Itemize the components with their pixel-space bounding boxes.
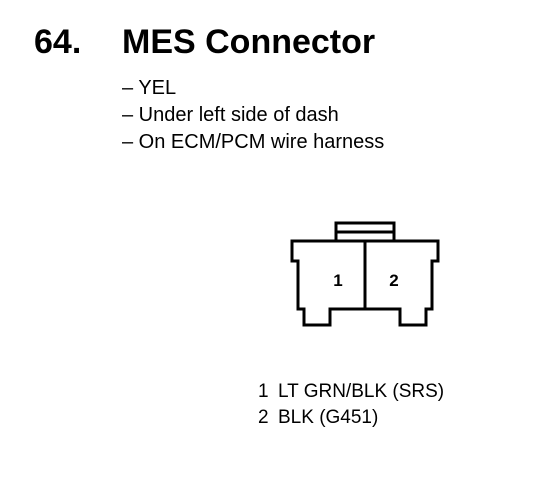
connector-diagram: 1 2 [290, 221, 440, 327]
pin-wire: LT GRN/BLK (SRS) [278, 381, 445, 402]
connector-body [290, 239, 440, 327]
pin-row: 2 BLK (G451) [258, 405, 444, 431]
pin-row: 1 LT GRN/BLK (SRS) [258, 379, 444, 405]
cavity-label-2: 2 [389, 271, 398, 290]
pin-number: 2 [258, 407, 269, 428]
cavity-label-1: 1 [333, 271, 342, 290]
detail-harness: – On ECM/PCM wire harness [122, 131, 385, 153]
section-number: 64. [34, 23, 82, 61]
connector-title: MES Connector [122, 23, 376, 61]
detail-location: – Under left side of dash [122, 104, 339, 126]
pin-wire: BLK (G451) [278, 407, 379, 428]
detail-color: – YEL [122, 77, 177, 99]
pin-number: 1 [258, 381, 269, 402]
pin-assignment-list: 1 LT GRN/BLK (SRS) 2 BLK (G451) [258, 379, 444, 431]
connector-details: – YEL – Under left side of dash – On ECM… [122, 75, 384, 156]
